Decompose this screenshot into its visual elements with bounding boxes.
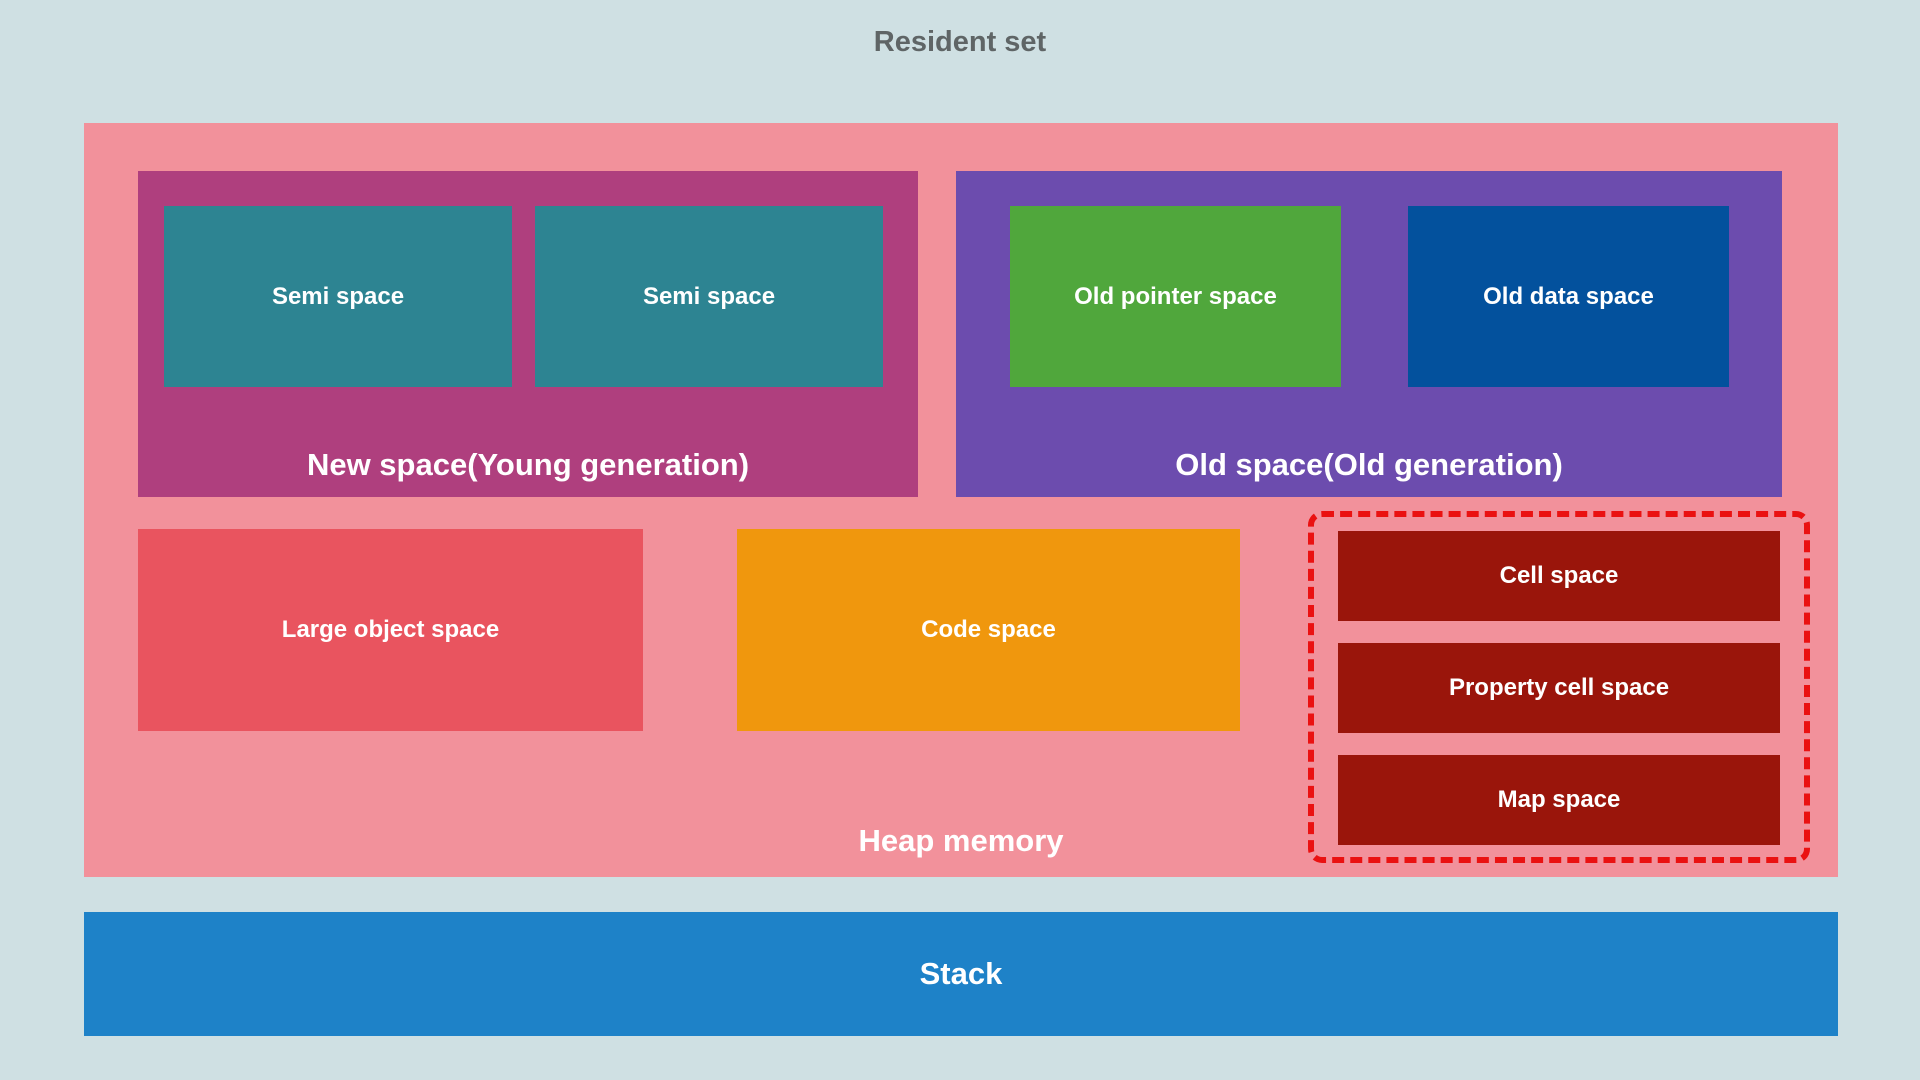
large-object-space-box: Large object space <box>138 529 643 731</box>
property-cell-space-box: Property cell space <box>1338 643 1780 733</box>
cell-space-box: Cell space <box>1338 531 1780 621</box>
old-pointer-space-box: Old pointer space <box>1010 206 1341 387</box>
old-space-region: Old pointer space Old data space Old spa… <box>956 171 1782 497</box>
heap-memory-region: Semi space Semi space New space(Young ge… <box>84 123 1838 877</box>
auxiliary-spaces-dashed-group: Cell space Property cell space Map space <box>1308 511 1810 863</box>
semi-space-box-2: Semi space <box>535 206 883 387</box>
resident-set-title: Resident set <box>873 26 1047 58</box>
old-data-space-box: Old data space <box>1408 206 1729 387</box>
new-space-label: New space(Young generation) <box>306 447 750 482</box>
semi-space-box-1: Semi space <box>164 206 512 387</box>
heap-memory-label: Heap memory <box>858 823 1064 858</box>
new-space-region: Semi space Semi space New space(Young ge… <box>138 171 918 497</box>
stack-region: Stack <box>84 912 1838 1036</box>
map-space-box: Map space <box>1338 755 1780 845</box>
old-space-label: Old space(Old generation) <box>1175 447 1563 482</box>
code-space-box: Code space <box>737 529 1240 731</box>
